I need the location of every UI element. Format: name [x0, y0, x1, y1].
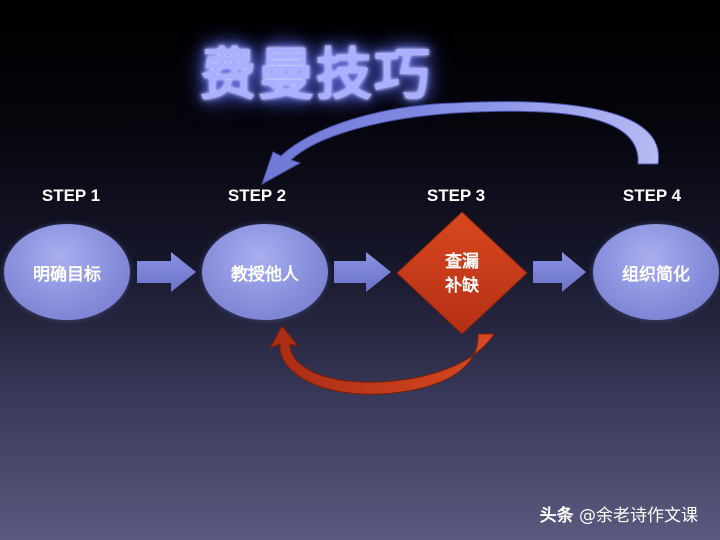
step-2-label: STEP 2 [227, 186, 287, 205]
forward-arrow-1-2 [137, 252, 196, 292]
step-3-label: STEP 3 [426, 186, 486, 205]
forward-arrow-3-4 [533, 252, 586, 292]
step-3-text-line-1: 查漏 [445, 252, 479, 272]
step-1-text: 明确目标 [33, 264, 101, 285]
watermark-brand: 头条 [539, 506, 574, 526]
feedback-arrow-bottom [268, 325, 495, 395]
step-2-text: 教授他人 [231, 264, 299, 285]
watermark-handle: @余老诗作文课 [579, 506, 698, 526]
step-3-text: 查漏 补缺 [414, 250, 510, 298]
step-4-text: 组织简化 [622, 264, 690, 285]
circle-node-step-2: 教授他人 [202, 224, 328, 320]
diagram-title: 费曼技巧 [200, 43, 432, 108]
feedback-arrow-top [261, 101, 659, 186]
step-1-label: STEP 1 [41, 186, 101, 205]
step-3-text-line-2: 补缺 [445, 276, 479, 296]
circle-node-step-1: 明确目标 [4, 224, 130, 320]
diamond-node-step-3 [396, 211, 528, 335]
forward-arrow-2-3 [334, 252, 391, 292]
step-4-label: STEP 4 [622, 186, 682, 205]
watermark: 头条 @余老诗作文课 [540, 501, 698, 526]
circle-node-step-4: 组织简化 [593, 224, 719, 320]
